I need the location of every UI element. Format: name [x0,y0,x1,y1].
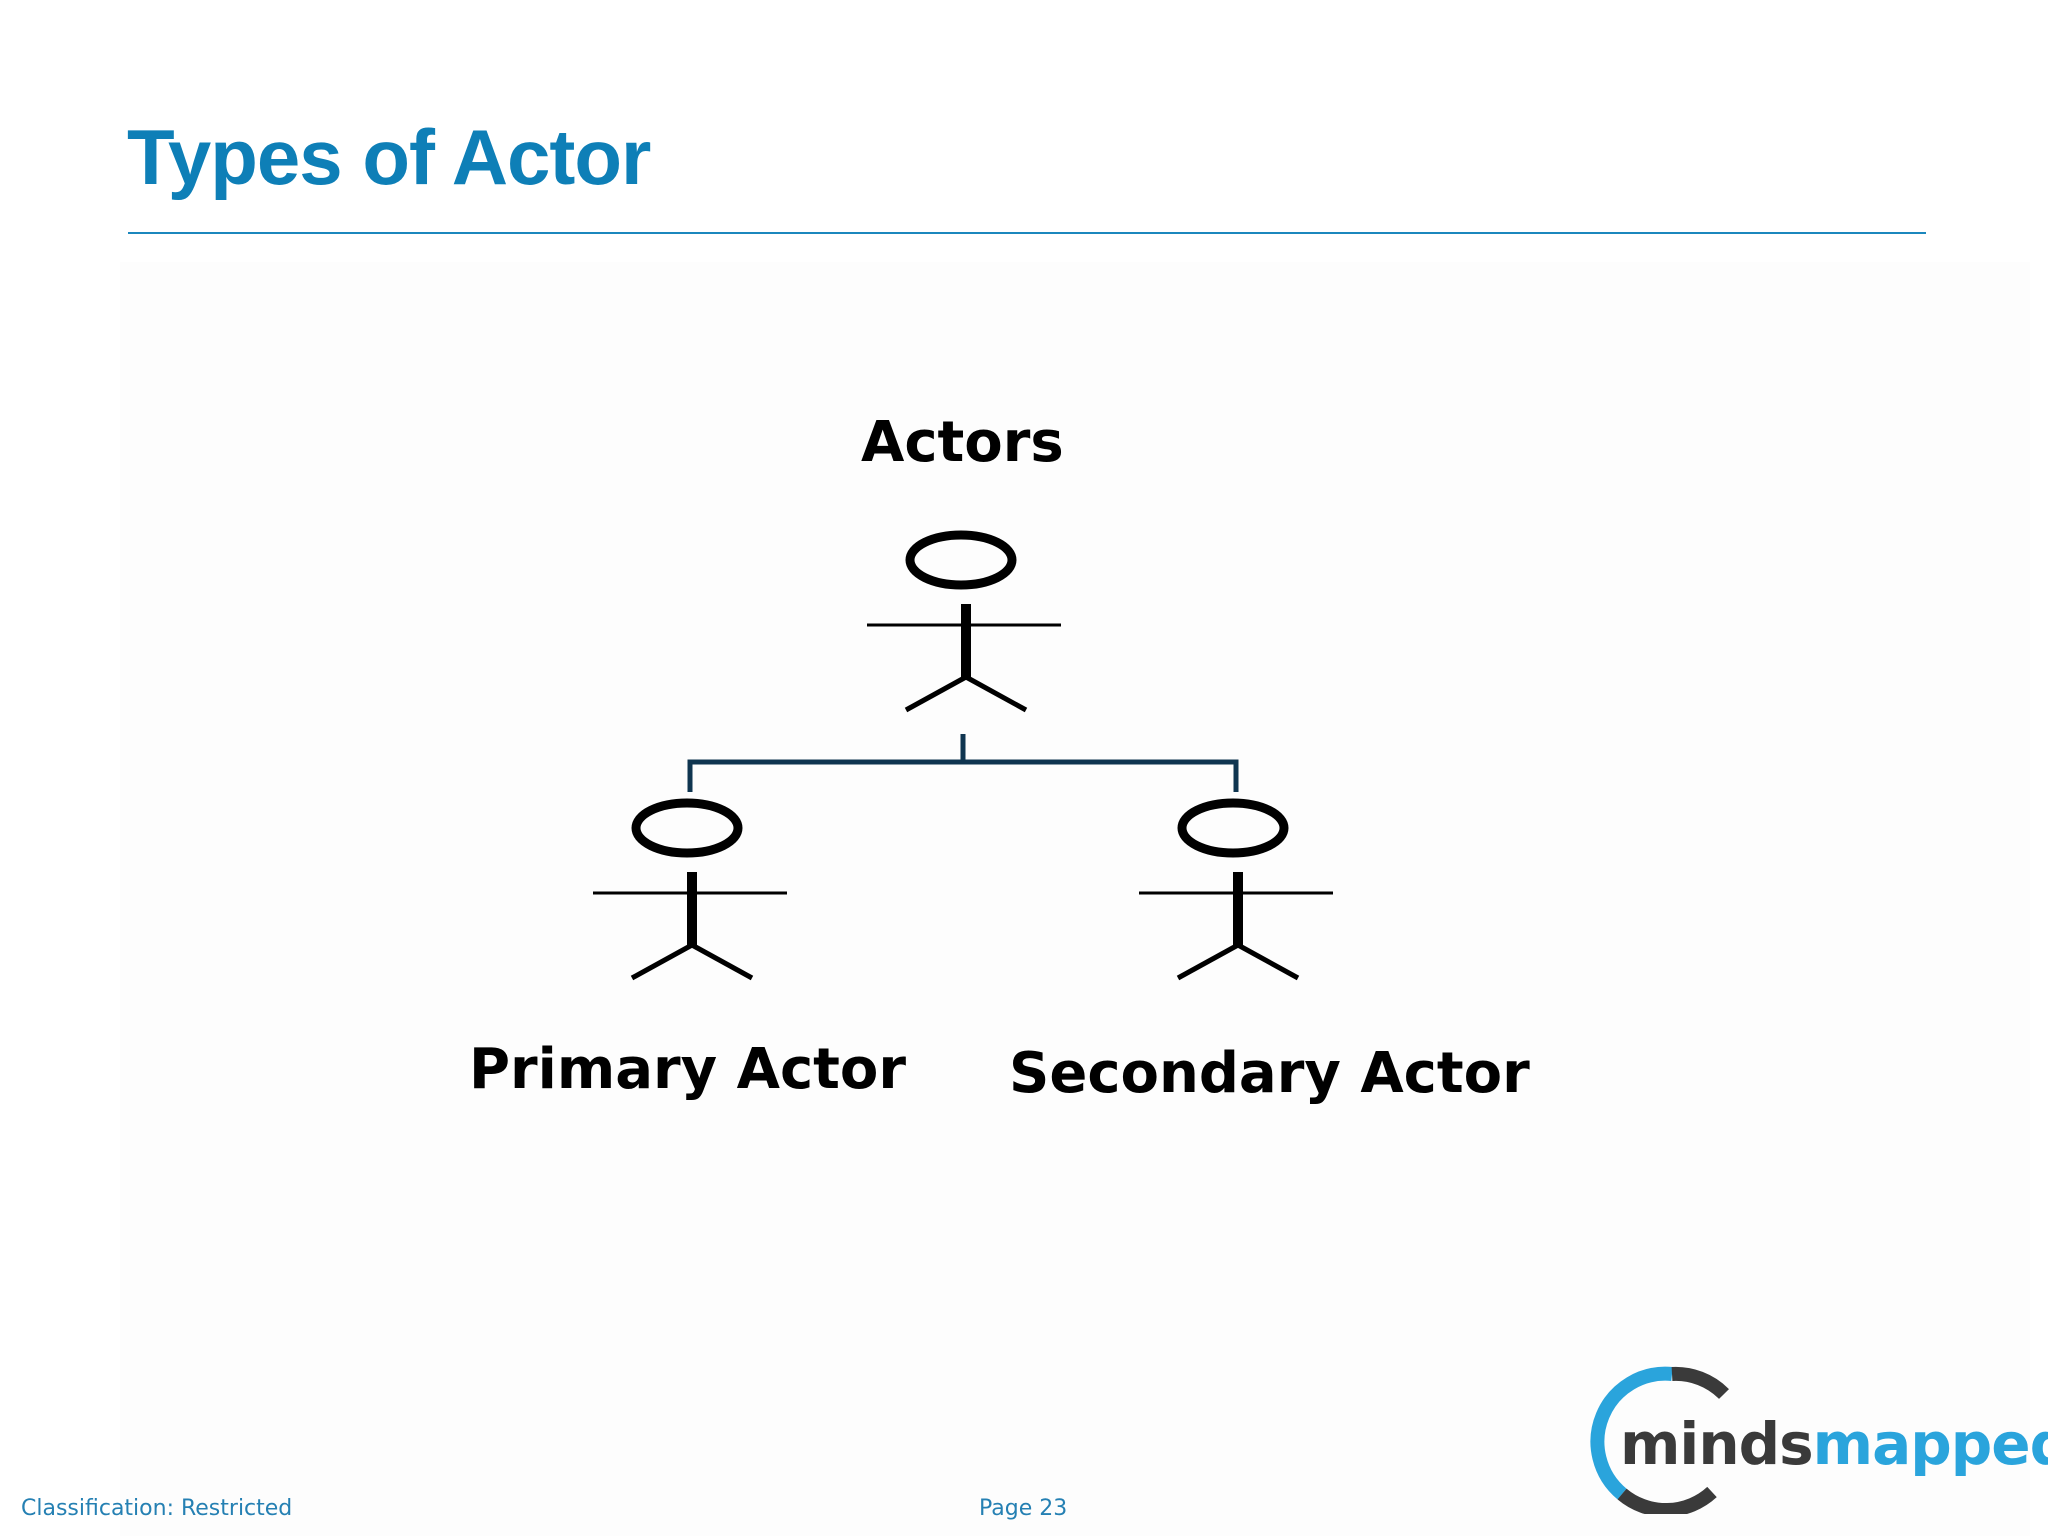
root-actor-stick-figure-icon [867,530,1061,713]
root-actor-label: Actors [861,410,1064,475]
title-divider [128,232,1926,234]
diagram-background [120,262,2030,1536]
classification-label: Classification: Restricted [21,1496,293,1521]
page-title: Types of Actor [127,113,651,201]
secondary-actor-label: Secondary Actor [1009,1041,1530,1106]
secondary-actor-stick-figure-icon [1139,798,1333,981]
logo-ring-icon [1590,1366,1729,1514]
logo-wordmark: mindsmapped [1620,1410,2048,1478]
mindsmapped-logo: mindsmapped [1582,1364,2048,1514]
logo-text-mapped: mapped [1812,1410,2048,1478]
primary-actor-label: Primary Actor [469,1037,907,1102]
logo-text-minds: minds [1620,1410,1814,1478]
primary-actor-stick-figure-icon [593,798,787,981]
page-number: Page 23 [979,1496,1068,1521]
hierarchy-connector [687,734,1239,792]
